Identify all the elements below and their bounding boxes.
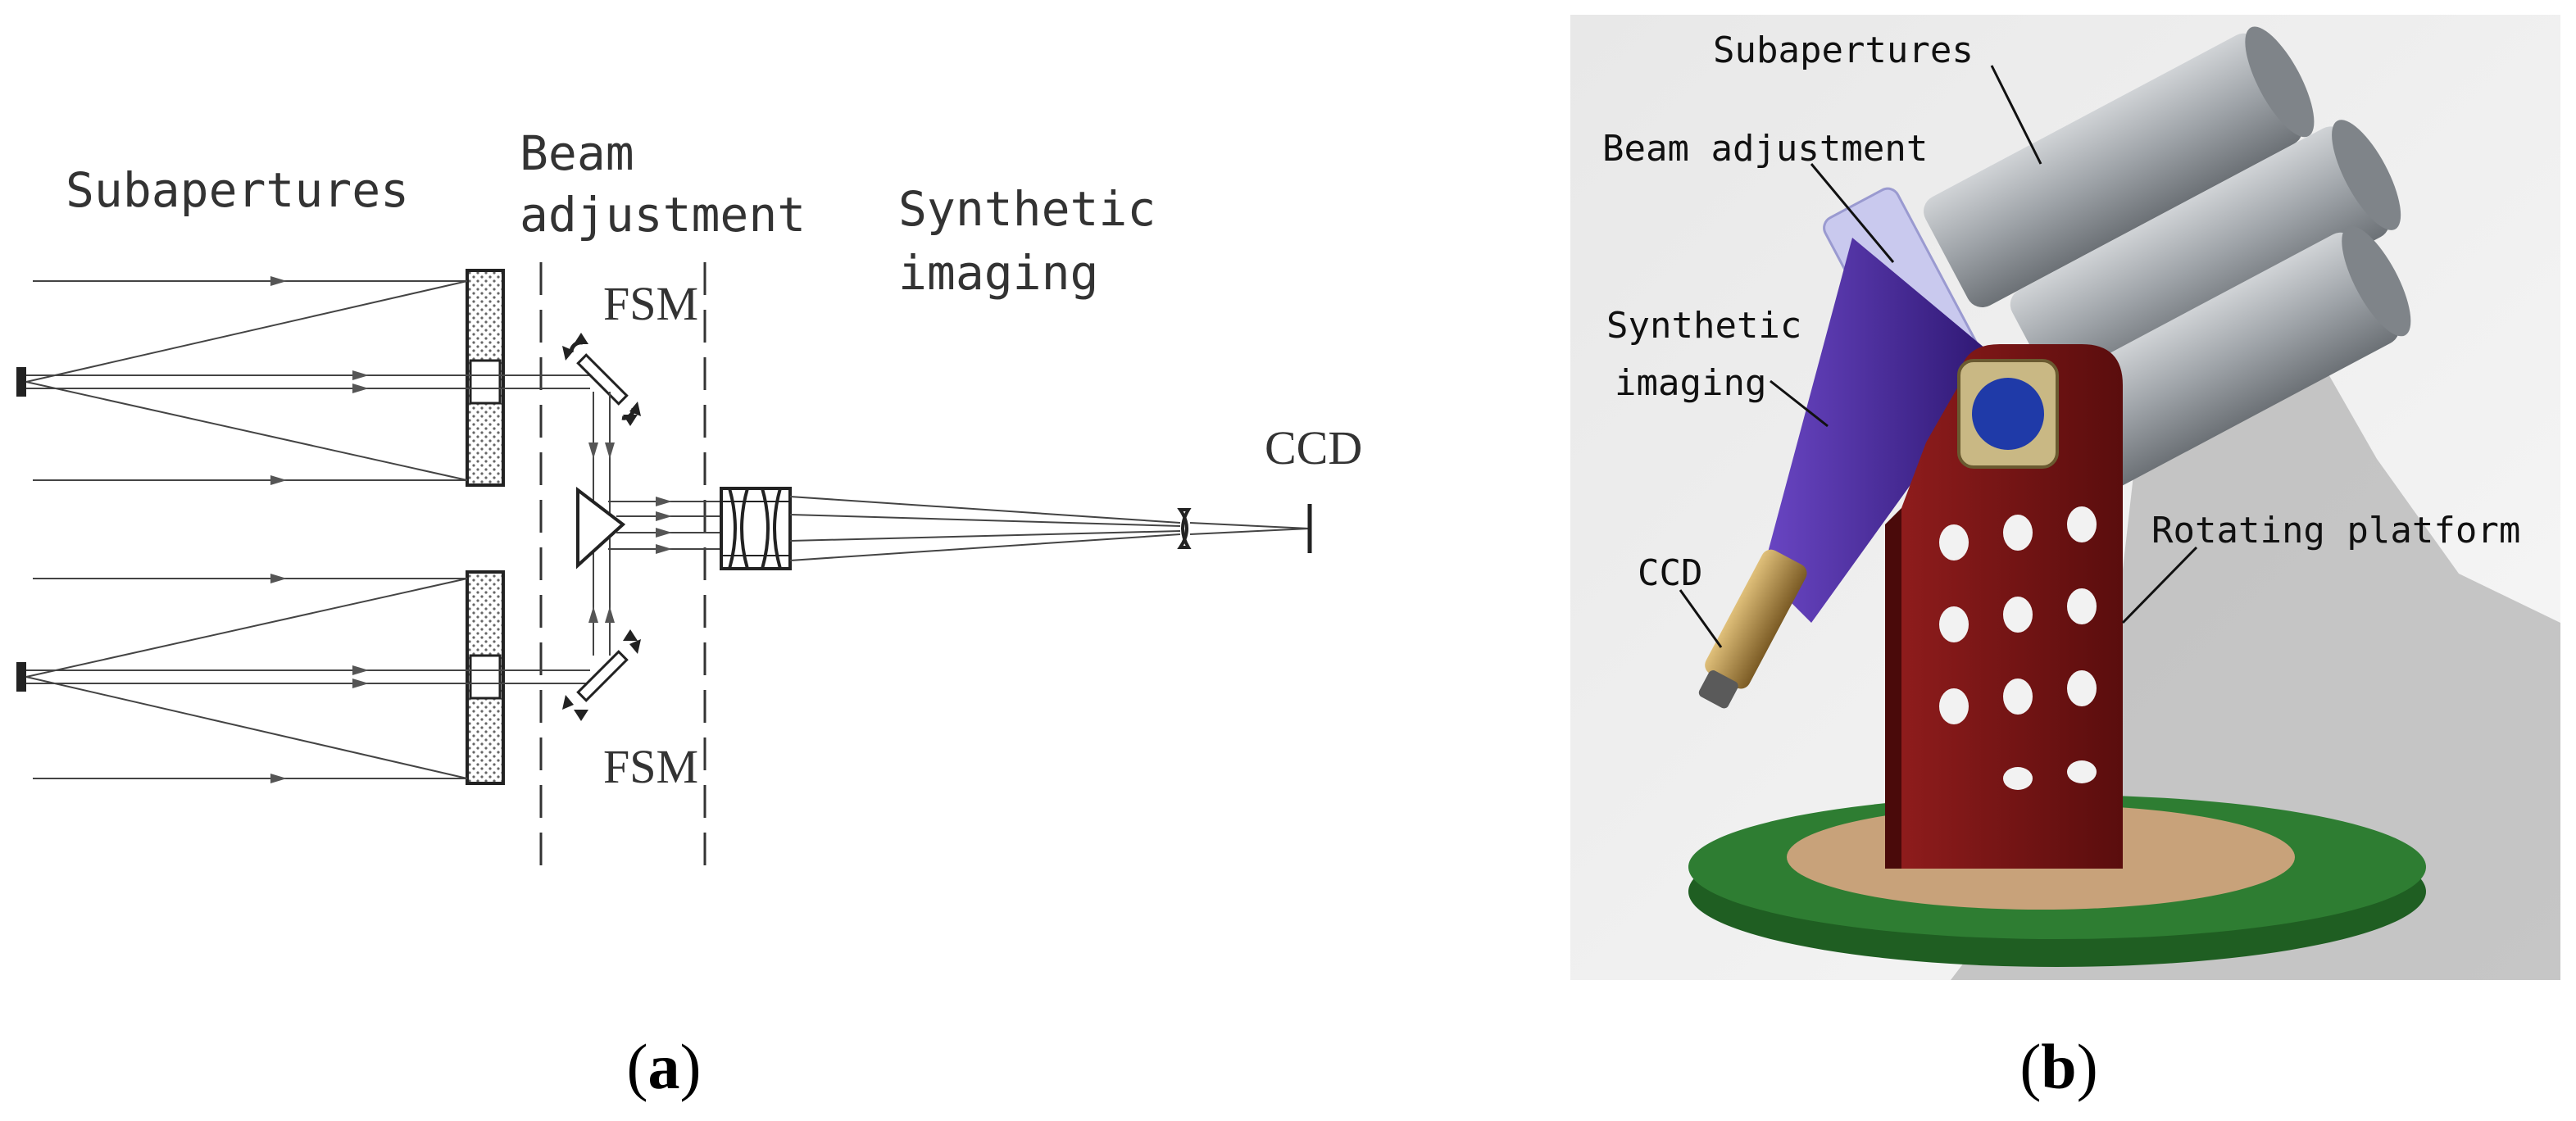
render-synthetic-imaging-label-line2: imaging: [1615, 362, 1766, 404]
caption-b: (b): [2019, 1031, 2097, 1102]
render-ccd-label: CCD: [1638, 552, 1702, 594]
render-synthetic-imaging-label-line1: Synthetic: [1606, 305, 1801, 347]
secondary-mirror-lower: [16, 662, 26, 692]
beam-adjustment-label-line1: Beam: [520, 125, 634, 181]
synthetic-imaging-label-line2: imaging: [898, 245, 1098, 301]
fsm-lower: [562, 629, 641, 721]
mount-holes: [1939, 506, 2097, 790]
panel-a-schematic: Subapertures Beam adjustment Synthetic i…: [16, 125, 1362, 1102]
converging-beams: [789, 496, 1311, 561]
ccd-label: CCD: [1265, 421, 1362, 474]
ccd-camera: [1698, 549, 1807, 709]
render-rotating-platform-label: Rotating platform: [2151, 510, 2520, 551]
combining-prism: [576, 486, 626, 570]
subaperture-upper: [16, 269, 590, 487]
synthetic-imaging-label-line1: Synthetic: [898, 181, 1156, 237]
mount-window: [1972, 378, 2044, 450]
secondary-mirror-upper: [16, 367, 26, 397]
caption-a: (a): [627, 1031, 702, 1102]
leader-lines: [1679, 65, 2198, 648]
render-beam-adjustment-label: Beam adjustment: [1602, 128, 1928, 170]
imaging-lens-group: [720, 487, 792, 570]
panel-b-render: Subapertures Beam adjustment Synthetic i…: [1570, 15, 2560, 1102]
fsm-upper: [562, 333, 641, 426]
subapertures-label: Subapertures: [66, 162, 409, 218]
render-subapertures-label: Subapertures: [1713, 30, 1974, 71]
beam-adjustment-label-line2: adjustment: [520, 187, 806, 243]
field-lens: [1177, 508, 1192, 549]
fsm-bottom-label: FSM: [603, 740, 698, 793]
subaperture-lower: [16, 570, 590, 785]
synthetic-imaging-cone: [1762, 238, 2000, 623]
fsm-top-label: FSM: [603, 277, 698, 330]
